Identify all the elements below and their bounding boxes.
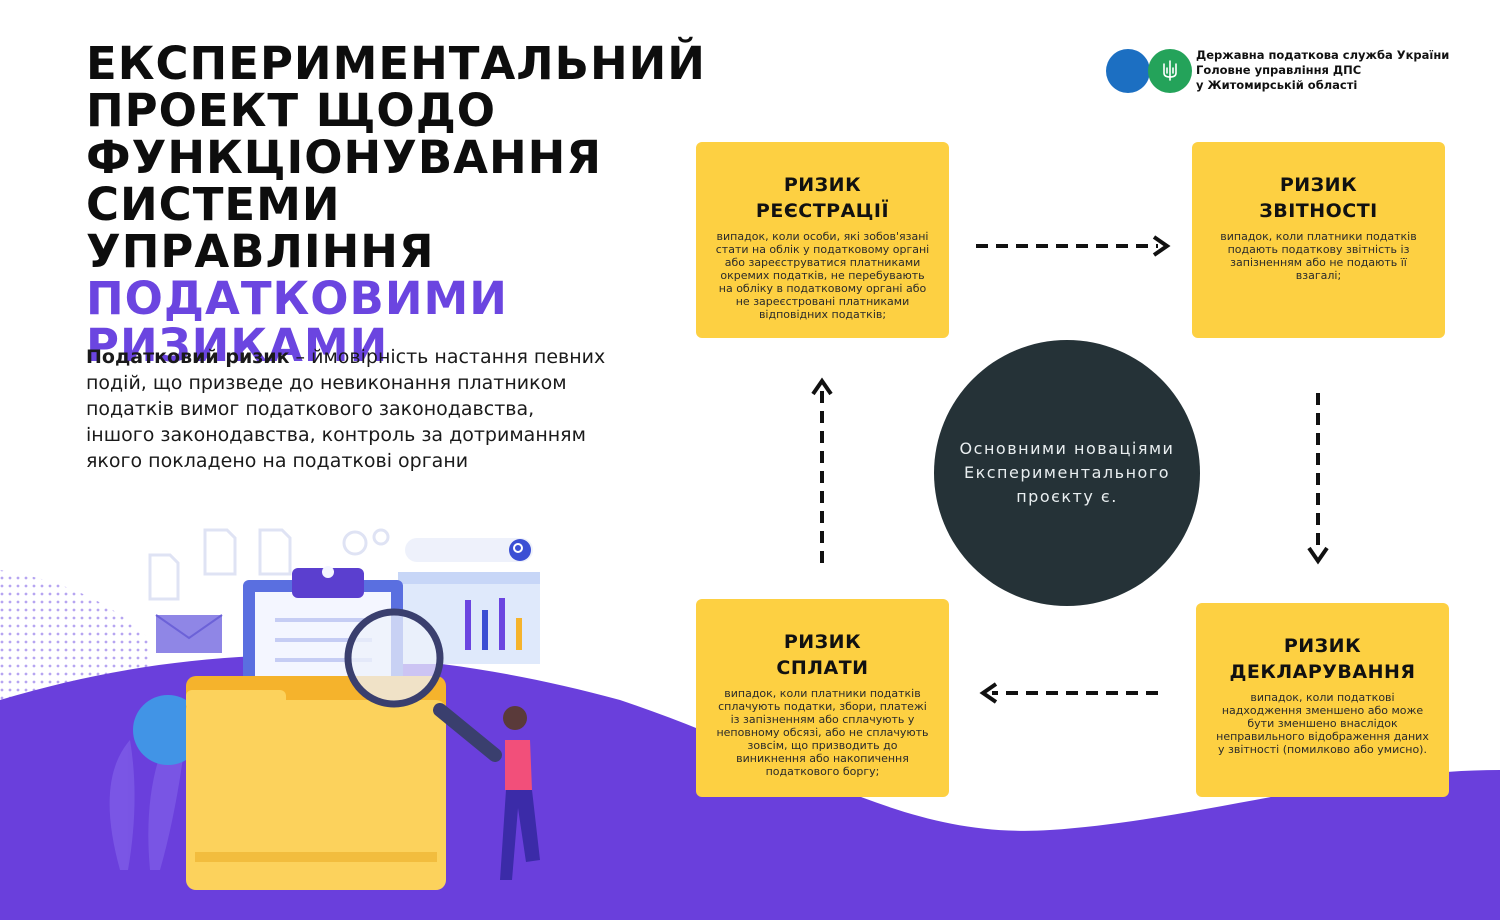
envelope-icon [155,614,223,653]
org-line-1: Державна податкова служба України [1196,48,1450,62]
risk-definition: Податковий ризик – ймовірність настання … [86,344,606,474]
page-title: ЕКСПЕРИМЕНТАЛЬНИЙ ПРОЕКТ ЩОДО ФУНКЦІОНУВ… [86,37,706,372]
card-description: випадок, коли платники податків подають … [1220,230,1417,282]
card-title-line-1: РИЗИК [783,174,862,196]
card-description: випадок, коли особи, які зобов'язані ста… [715,230,930,321]
title-accent-line-2: РИЗИКАМИ [86,319,389,372]
magnifier-icon [344,608,502,762]
org-logo-block: Державна податкова служба України Головн… [1106,48,1449,93]
blue-circle-icon [1106,48,1150,93]
org-line-3: у Житомирській області [1196,78,1358,92]
center-text: Основними новаціями Експериментального п… [959,439,1175,506]
card-title-line-2: ЗВІТНОСТІ [1259,200,1378,222]
card-reporting-risk: РИЗИК ЗВІТНОСТІ випадок, коли платники п… [1192,142,1445,338]
title-line-2: ПРОЕКТ ЩОДО [86,84,497,137]
tax-audit-illustration [109,528,540,890]
card-payment-risk: РИЗИК СПЛАТИ випадок, коли платники пода… [696,599,949,797]
card-title-line-1: РИЗИК [1283,635,1362,657]
definition-term: Податковий ризик [86,346,290,368]
search-bar [405,538,533,562]
card-title-line-1: РИЗИК [1279,174,1358,196]
woman-figure [500,706,540,880]
title-line-4: СИСТЕМИ УПРАВЛІННЯ [86,178,435,278]
card-title-line-1: РИЗИК [783,631,862,653]
definition-text: – ймовірність настання певних подій, що … [86,346,606,472]
card-title-line-2: ДЕКЛАРУВАННЯ [1229,661,1416,683]
center-circle: Основними новаціями Експериментального п… [934,340,1200,606]
title-line-1: ЕКСПЕРИМЕНТАЛЬНИЙ [86,37,706,90]
card-registration-risk: РИЗИК РЕЄСТРАЦІЇ випадок, коли особи, як… [696,142,949,338]
title-line-3: ФУНКЦІОНУВАННЯ [86,131,602,184]
title-accent-line-1: ПОДАТКОВИМИ [86,272,508,325]
org-logo [1106,48,1192,93]
document-icons [148,528,390,601]
card-description: випадок, коли податкові надходження змен… [1216,691,1429,756]
plant-decoration [109,695,203,870]
org-name: Державна податкова служба України Головн… [1196,48,1449,93]
card-declaration-risk: РИЗИК ДЕКЛАРУВАННЯ випадок, коли податко… [1196,603,1449,797]
folder-icon [186,676,446,890]
trident-icon [1148,48,1192,93]
card-title-line-2: СПЛАТИ [776,657,869,679]
card-description: випадок, коли платники податків сплачуют… [716,687,929,778]
card-title-line-2: РЕЄСТРАЦІЇ [755,200,890,222]
org-line-2: Головне управління ДПС [1196,63,1362,77]
